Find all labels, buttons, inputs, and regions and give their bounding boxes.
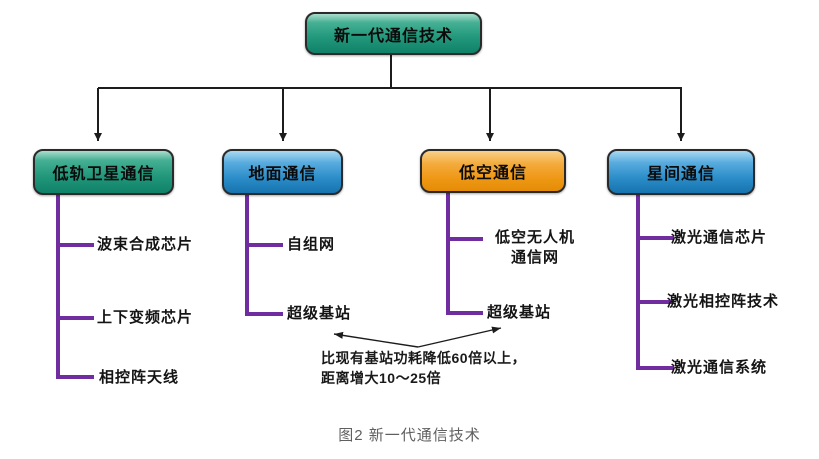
branch-box-ground-comm: 地面通信 [222, 149, 343, 195]
leaf-item-label: 相控阵天线 [99, 369, 180, 386]
leaf-item-label: 超级基站 [287, 305, 352, 322]
branch-box-inter-satellite-comm: 星间通信 [607, 149, 755, 195]
branch4-spine [636, 188, 674, 370]
annotation-pointer-arrows [333, 326, 502, 348]
annotation-arrow-left [333, 331, 419, 348]
leaf-item-label: 超级基站 [487, 304, 552, 321]
branch-label: 低轨卫星通信 [52, 166, 155, 183]
purple-subtree-connectors [56, 185, 674, 379]
branch-box-low-altitude-comm: 低空通信 [420, 149, 566, 193]
branch3-spine [446, 185, 483, 315]
root-node-label: 新一代通信技术 [333, 27, 453, 45]
leaf-item-label: 波束合成芯片 [97, 236, 194, 253]
figure-caption: 图2 新一代通信技术 [338, 427, 481, 444]
tree-trunk-connectors [94, 51, 685, 141]
branch-label: 低空通信 [458, 165, 527, 182]
leaf-item-label: 激光通信系统 [671, 359, 768, 376]
root-node-box: 新一代通信技术 [305, 12, 482, 55]
annotation-note: 比现有基站功耗降低60倍以上， 距离增大10～25倍 [321, 350, 527, 386]
branch-label: 星间通信 [646, 166, 715, 183]
branch-label: 地面通信 [248, 166, 317, 183]
branch-box-low-orbit-satellite-comm: 低轨卫星通信 [33, 149, 174, 195]
leaf-item-label: 上下变频芯片 [97, 309, 194, 326]
leaf-item-label: 激光相控阵技术 [667, 293, 780, 310]
annotation-arrow-right [417, 326, 502, 348]
leaf-item-label: 低空无人机 通信网 [494, 229, 575, 266]
leaf-item-label: 自组网 [287, 236, 336, 253]
leaf-item-label: 激光通信芯片 [671, 229, 768, 246]
branch2-spine [245, 188, 283, 316]
branch1-spine [56, 188, 94, 379]
